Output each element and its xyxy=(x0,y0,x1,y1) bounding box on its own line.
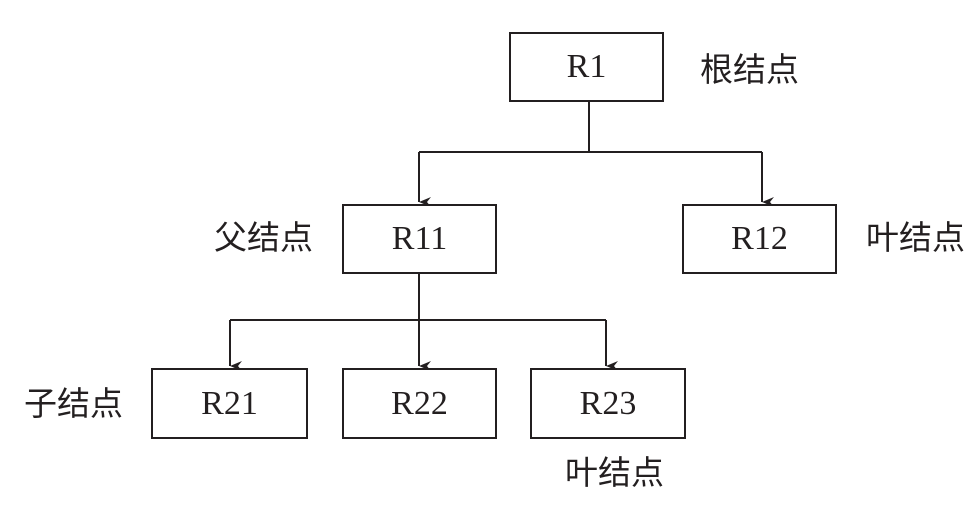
label-root-node: 根结点 xyxy=(700,50,799,89)
label-child-node: 子结点 xyxy=(24,384,123,423)
label-leaf-node-r12: 叶结点 xyxy=(866,218,965,257)
node-r22-label: R22 xyxy=(391,384,448,422)
label-parent-node: 父结点 xyxy=(214,218,313,257)
node-r23-label: R23 xyxy=(579,384,637,422)
node-r12: R12 xyxy=(682,204,837,274)
node-r1: R1 xyxy=(509,32,664,102)
label-leaf-node-r23: 叶结点 xyxy=(565,453,664,492)
node-r22: R22 xyxy=(342,368,497,439)
node-r12-label: R12 xyxy=(731,220,788,257)
node-r23: R23 xyxy=(530,368,686,439)
node-r21-label: R21 xyxy=(201,384,258,422)
node-r1-label: R1 xyxy=(566,48,607,85)
node-r11: R11 xyxy=(342,204,497,274)
node-r21: R21 xyxy=(151,368,308,439)
node-r11-label: R11 xyxy=(391,220,448,257)
